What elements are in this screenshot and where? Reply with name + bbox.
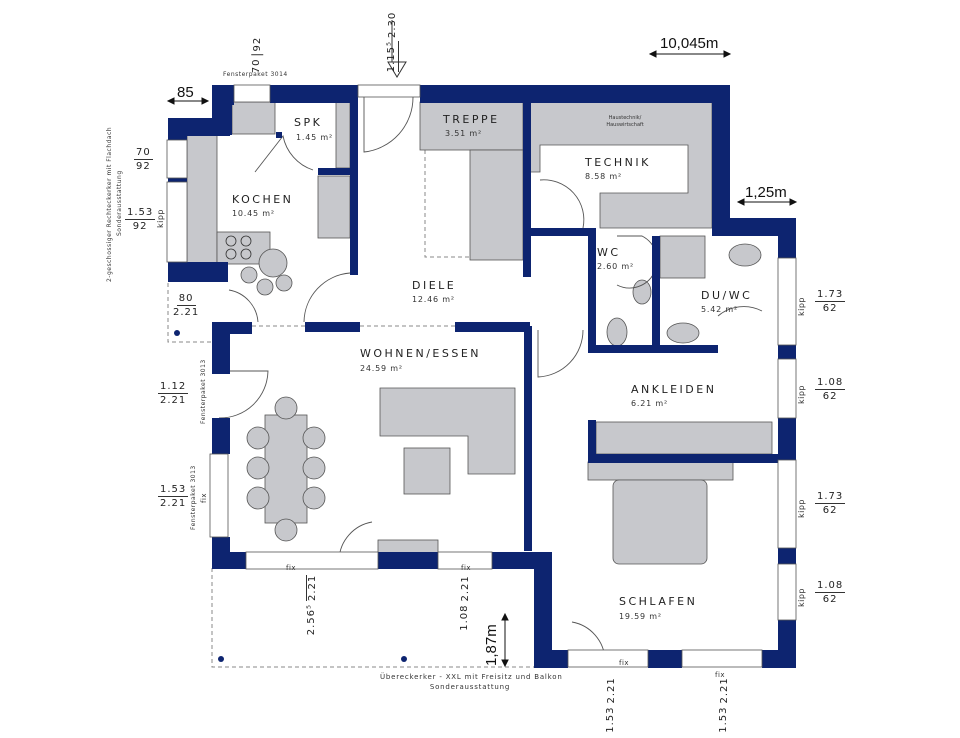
entry-arrow-icon (387, 61, 407, 78)
armchair (403, 447, 451, 495)
kitchen-sink (231, 101, 276, 135)
bottom-bay-note: Übereckerker - XXL mit Freisitz und Balk… (380, 673, 563, 681)
room-name-schlafen: SCHLAFEN (619, 595, 698, 608)
room-name-technik: TECHNIK (585, 156, 651, 169)
toilet-wc (606, 317, 628, 347)
room-name-spk: SPK (294, 116, 323, 129)
window-kitchen-top-label: Fensterpaket 3014 (223, 71, 288, 78)
room-area-ankleiden: 6.21 m² (631, 399, 668, 408)
room-area-treppe: 3.51 m² (445, 129, 482, 138)
kitchen-tall-cabinets (317, 175, 351, 239)
basin-duwc (728, 243, 762, 267)
room-area-kochen: 10.45 m² (232, 209, 275, 218)
window-living-left-lower-size: 1.53 2.21 (158, 484, 189, 509)
dimension-arrows (166, 50, 798, 668)
kitchen-counter (186, 134, 218, 264)
bath-kipp-label: kipp (797, 296, 806, 316)
door-kitchen-size: 80 2.21 (173, 293, 200, 318)
room-name-treppe: TREPPE (443, 113, 500, 126)
kitchen-kipp-label: kipp (156, 208, 165, 228)
window-bath-right-size: 1.73 62 (815, 289, 846, 314)
room-area-wc: 2.60 m² (597, 262, 634, 271)
window-living-left-lower-label: Fensterpaket 3013 (190, 465, 197, 530)
window-kitchen-left-upper-size: 70 92 (134, 147, 153, 172)
entry-height-label: 1.15⁵ 2.30 (385, 11, 399, 73)
room-name-wc: WC (597, 246, 621, 259)
walls (168, 85, 796, 668)
window-living-left-upper-label: Fensterpaket 3013 (200, 359, 207, 424)
shower-tray (659, 235, 706, 279)
dining-chairs (246, 396, 326, 542)
technik-subnote: Haustechnik/ Hauswirtschaft (606, 115, 644, 128)
sofa (379, 387, 516, 475)
door-swings (218, 96, 763, 661)
window-bed-right-lower-size: 1.08 62 (815, 580, 846, 605)
window-bed-bottom-right-size: 1.53 2.21 (718, 677, 730, 733)
furniture (186, 101, 773, 565)
nightstands (587, 461, 734, 481)
bed-upper-kipp-label: kipp (797, 498, 806, 518)
window-dress-right-size: 1.08 62 (815, 377, 846, 402)
room-name-diele: DIELE (412, 279, 457, 292)
wardrobe (595, 421, 773, 455)
bed (612, 479, 708, 565)
stove-burners (225, 235, 252, 260)
toilet-duwc (666, 322, 700, 344)
window-kitchen-left-lower-size: 1.53 92 (125, 207, 156, 232)
window-kitchen-top-size: 70 92 (251, 36, 264, 76)
bed-bottom-right-fix-label: fix (715, 671, 726, 679)
bed-lower-kipp-label: kipp (797, 587, 806, 607)
left-bay-note-2: Sonderausstattung (116, 170, 123, 236)
room-name-kochen: KOCHEN (232, 193, 294, 206)
living-bottom-left-fix-label: fix (286, 564, 297, 572)
room-area-schlafen: 19.59 m² (619, 612, 662, 621)
terrace-depth-dimension: 1,87m (483, 624, 500, 666)
dashed-outlines (167, 150, 534, 668)
sanitary (606, 243, 762, 347)
stairs-lower (469, 149, 524, 261)
room-area-diele: 12.46 m² (412, 295, 455, 304)
window-bed-right-upper-size: 1.73 62 (815, 491, 846, 516)
windows (166, 84, 797, 668)
window-living-bottom-left-size: 2.56⁵ 2.21 (306, 574, 318, 636)
dress-kipp-label: kipp (797, 384, 806, 404)
stairs-upper (419, 101, 524, 151)
room-name-wohnen-essen: WOHNEN/ESSEN (360, 347, 482, 360)
sideboard (377, 539, 439, 554)
window-living-bottom-right-size: 1.08 2.21 (459, 575, 471, 631)
room-area-technik: 8.58 m² (585, 172, 622, 181)
window-bed-bottom-left-size: 1.53 2.21 (605, 677, 617, 733)
basin-wc (632, 279, 652, 305)
window-living-left-upper-size: 1.12 2.21 (158, 381, 189, 406)
bottom-bay-note-2: Sonderausstattung (429, 683, 511, 691)
dining-table (264, 414, 308, 524)
room-name-duwc: DU/WC (701, 289, 753, 302)
overall-width-dimension: 10,045m (660, 35, 719, 52)
room-area-duwc: 5.42 m² (701, 305, 738, 314)
room-area-spk: 1.45 m² (296, 133, 333, 142)
room-area-wohnen-essen: 24.59 m² (360, 364, 403, 373)
right-bay-dimension: 1,25m (745, 184, 787, 201)
left-bay-note: 2-geschossiger Rechteckerker mit Flachda… (106, 126, 113, 282)
living-left-fix-label: fix (200, 492, 208, 503)
reference-markers (174, 330, 407, 662)
bed-bottom-left-fix-label: fix (619, 659, 630, 667)
kitchen-bar-stools (240, 248, 293, 296)
living-bottom-right-fix-label: fix (461, 564, 472, 572)
room-name-ankleiden: ANKLEIDEN (631, 383, 717, 396)
left-bay-dimension: 85 (177, 84, 194, 101)
